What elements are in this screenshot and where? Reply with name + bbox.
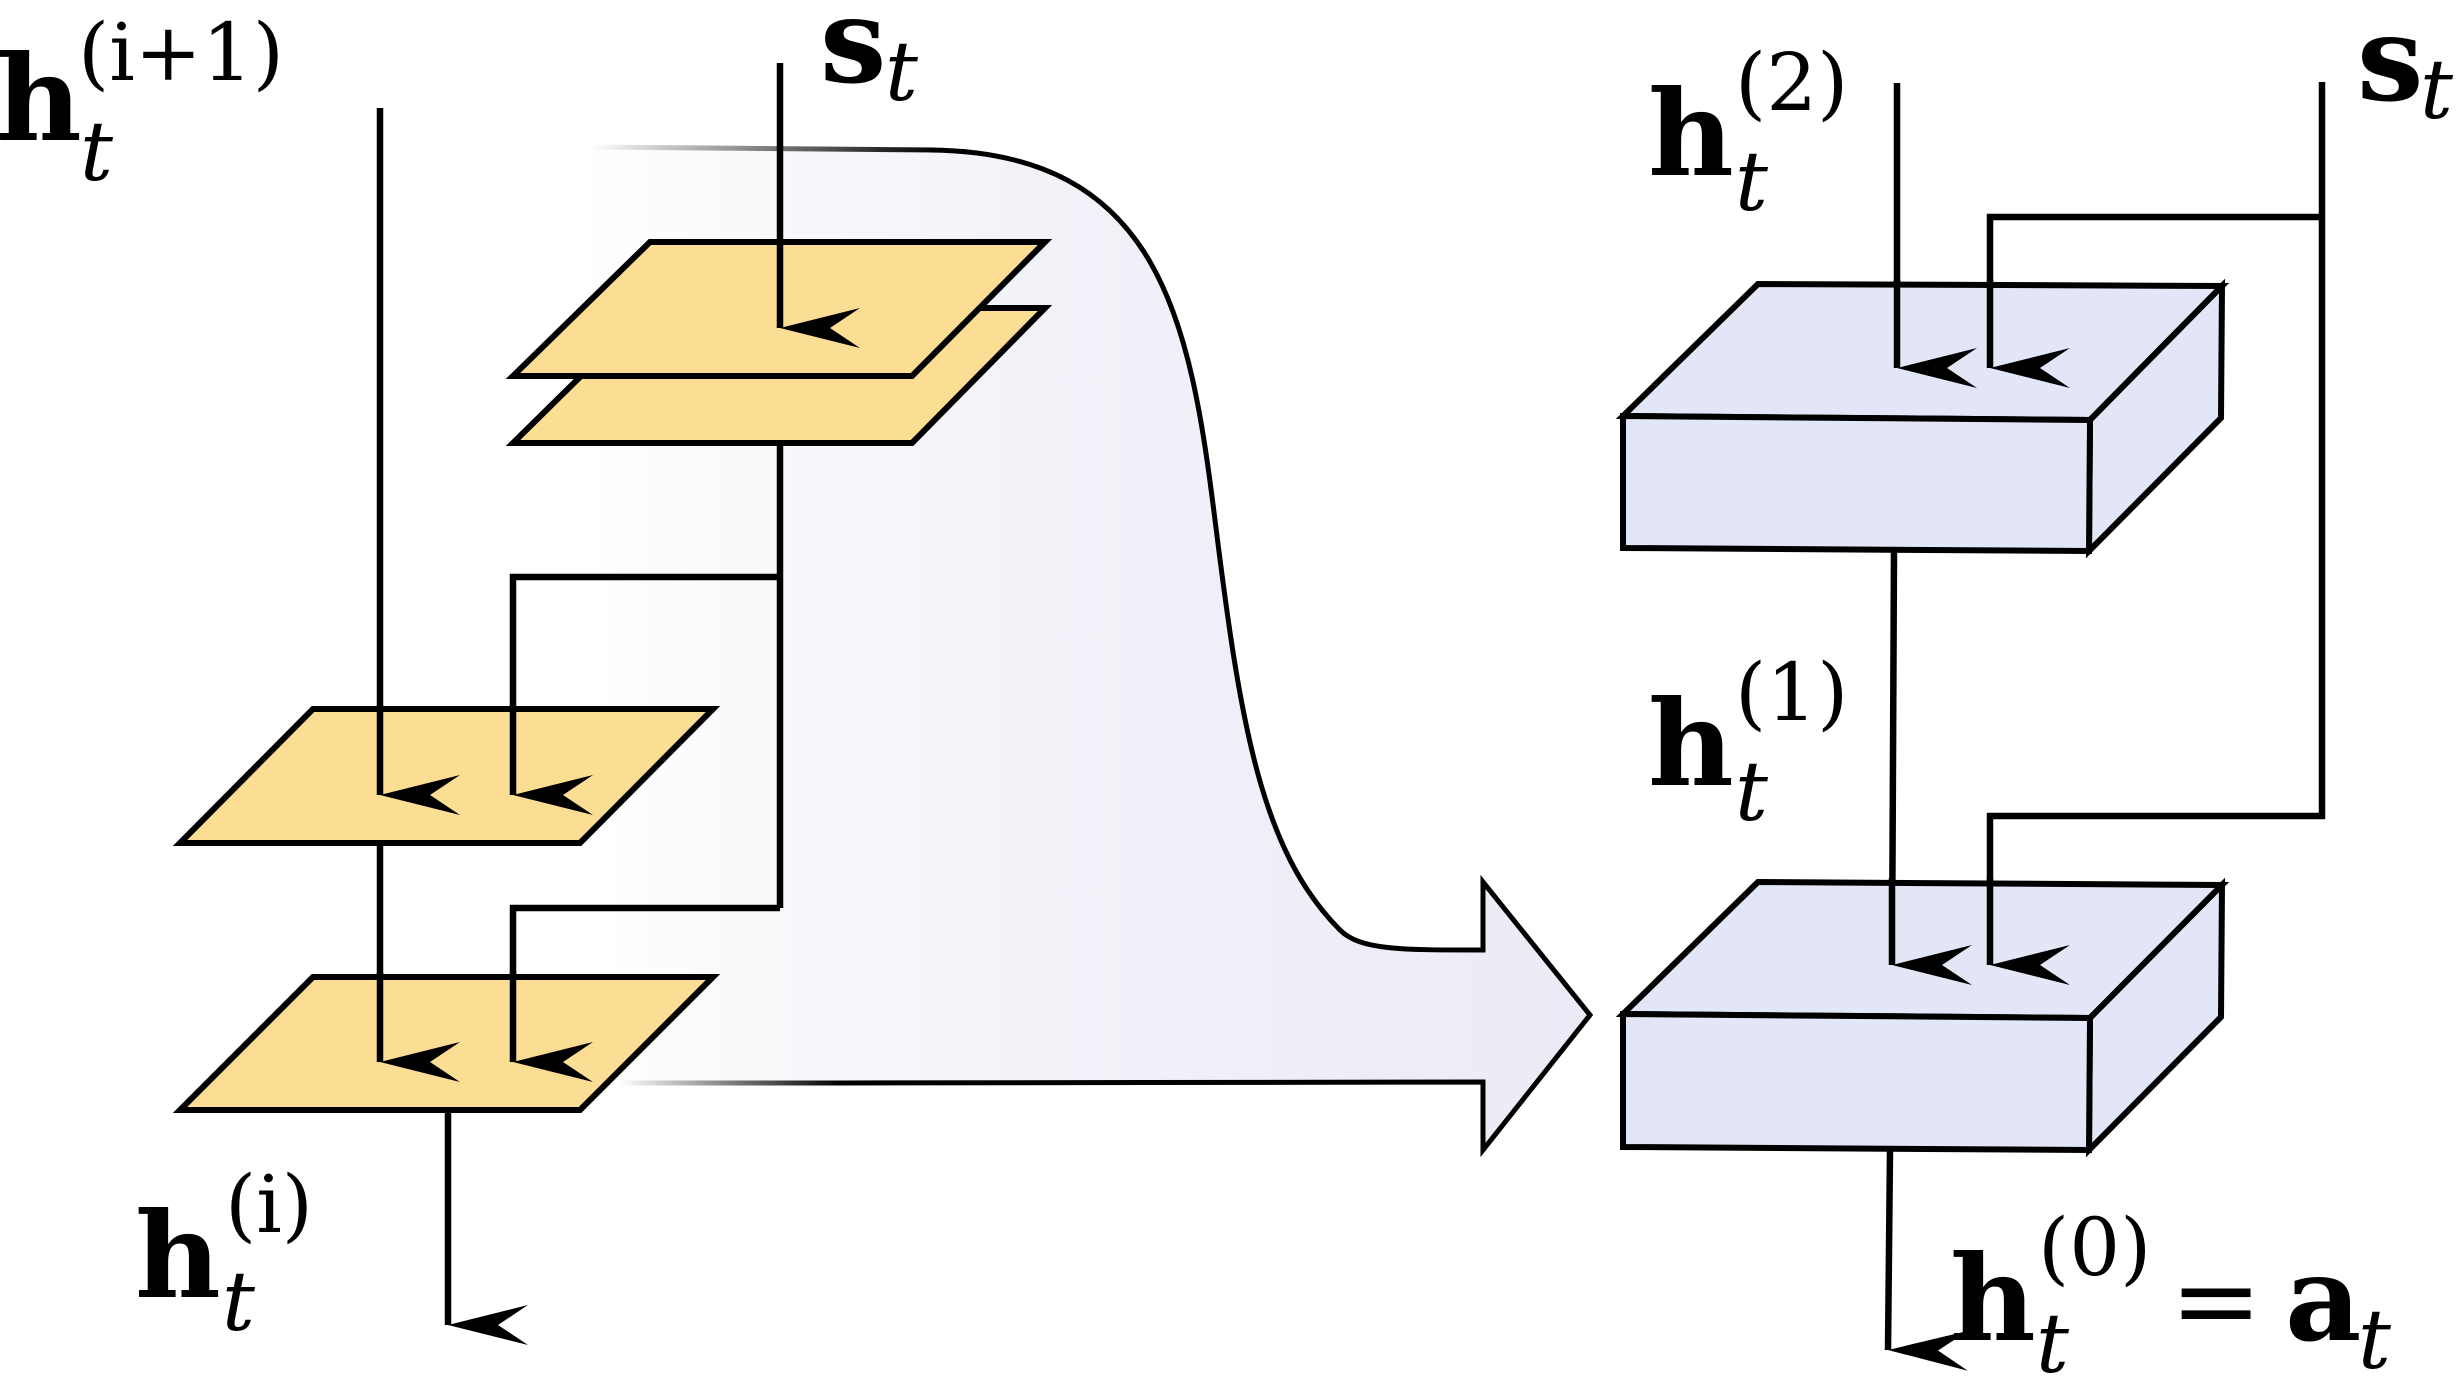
label-t-subscript: t [222, 1255, 256, 1350]
label-t-subscript: t [2420, 43, 2454, 138]
box-top [1615, 278, 2230, 559]
box-bottom [1615, 877, 2230, 1158]
left-network [172, 63, 1053, 1345]
box-top-front-face [1620, 412, 2094, 555]
label-s-glyph: s [820, 0, 886, 110]
label-t-subscript: t [885, 25, 919, 120]
label-h-glyph: h [1648, 674, 1734, 813]
wire-h0-output [1884, 1149, 1969, 1371]
transform-arrow-curve-edge [839, 147, 1594, 1158]
label-s-glyph: s [2357, 0, 2423, 128]
label-h-t-1: h t (1) [1648, 646, 1848, 840]
label-h-t-2: h t (2) [1648, 36, 1848, 230]
label-superscript: (i) [225, 1158, 313, 1251]
label-h-glyph: h [1950, 1229, 2036, 1368]
label-h-t-i: h t (i) [135, 1158, 313, 1350]
label-t-subscript: t [1735, 745, 1769, 840]
right-network [1615, 82, 2326, 1371]
label-t-subscript: t [80, 105, 114, 200]
label-superscript: (i+1) [78, 6, 284, 99]
label-h-t-i-plus-1: h t (i+1) [0, 6, 284, 200]
label-t-subscript: t [2358, 1293, 2392, 1378]
box-bottom-front-face [1620, 1010, 2094, 1154]
label-a-glyph: a [2285, 1229, 2361, 1368]
label-h-glyph: h [1648, 64, 1734, 203]
label-h-glyph: h [0, 29, 82, 168]
label-t-subscript: t [1735, 135, 1769, 230]
label-s-t-left: s t [820, 0, 919, 120]
label-s-t-right: s t [2357, 0, 2454, 138]
label-superscript: (0) [2038, 1201, 2151, 1294]
label-h-glyph: h [135, 1186, 221, 1325]
label-superscript: (1) [1735, 646, 1848, 739]
label-equals: = [2170, 1236, 2262, 1364]
label-t-subscript: t [2036, 1297, 2070, 1378]
transform-arrow-top-edge [589, 144, 936, 153]
layer-plane-bottom [172, 974, 721, 1113]
label-h-t-0-equals-a-t: h t (0) = a t [1950, 1201, 2392, 1378]
label-superscript: (2) [1735, 36, 1848, 129]
